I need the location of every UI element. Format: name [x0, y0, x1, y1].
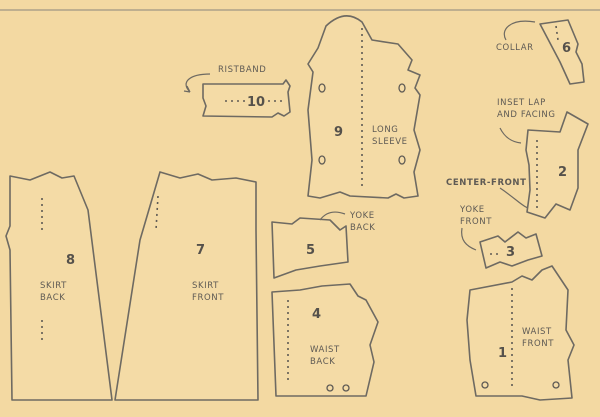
skirt-front-label-2: FRONT: [192, 293, 224, 303]
skirt-front-number: 7: [196, 243, 205, 258]
piece-inset-lap: INSET LAP AND FACING CENTER-FRONT 2: [446, 98, 589, 219]
inset-label-1: INSET LAP: [497, 98, 546, 108]
sleeve-number: 9: [334, 125, 343, 140]
piece-skirt-front: 7 SKIRT FRONT: [114, 171, 259, 401]
skirt-back-number: 8: [66, 253, 75, 268]
piece-waist-back: 4 WAIST BACK: [271, 283, 379, 397]
inset-label-2: AND FACING: [497, 110, 556, 120]
waist-front-number: 1: [498, 346, 507, 361]
yoke-back-label-1: YOKE: [349, 211, 375, 221]
skirt-front-label-1: SKIRT: [192, 281, 219, 291]
wristband-label: RISTBAND: [218, 65, 266, 75]
skirt-back-label-1: SKIRT: [40, 281, 67, 291]
skirt-back-label-2: BACK: [40, 293, 65, 303]
waist-front-label-2: FRONT: [522, 339, 554, 349]
piece-yoke-back: YOKE BACK 5: [271, 211, 375, 279]
yoke-front-label-2: FRONT: [460, 217, 492, 227]
collar-label: COLLAR: [496, 43, 534, 53]
yoke-back-label-2: BACK: [350, 223, 375, 233]
piece-long-sleeve: 9 LONG SLEEVE: [307, 15, 421, 199]
yoke-back-number: 5: [306, 243, 315, 258]
waist-back-label-1: WAIST: [310, 345, 340, 355]
waist-back-label-2: BACK: [310, 357, 335, 367]
inset-number: 2: [558, 165, 567, 180]
piece-yoke-front: YOKE FRONT 3: [459, 205, 543, 269]
yoke-front-label-1: YOKE: [459, 205, 485, 215]
sleeve-label-2: SLEEVE: [372, 137, 408, 147]
piece-waist-front: 1 WAIST FRONT: [466, 265, 575, 401]
wristband-number: 10: [247, 95, 265, 110]
piece-wristband: RISTBAND 10: [183, 65, 291, 118]
sleeve-label-1: LONG: [372, 125, 398, 135]
yoke-front-number: 3: [506, 245, 515, 260]
waist-back-number: 4: [312, 307, 321, 322]
collar-number: 6: [562, 41, 571, 56]
center-front-label: CENTER-FRONT: [446, 178, 527, 188]
piece-skirt-back: 8 SKIRT BACK: [5, 171, 113, 401]
piece-collar: COLLAR 6: [496, 19, 585, 85]
waist-front-label-1: WAIST: [522, 327, 552, 337]
